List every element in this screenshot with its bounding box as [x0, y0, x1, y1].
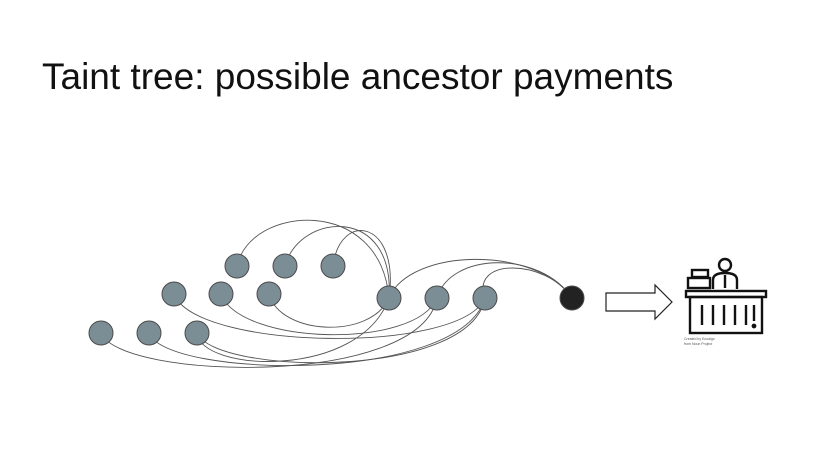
- edge: [436, 262, 573, 299]
- graph-node: [272, 253, 298, 279]
- edges: [100, 219, 573, 368]
- shop-counter-icon: [684, 257, 768, 335]
- icon-credit: Created by Ecualgo from Noun Project: [684, 337, 715, 346]
- edge: [196, 297, 486, 364]
- graph-node: [472, 285, 498, 311]
- graph-node: [320, 253, 346, 279]
- icon-credit-line: Created by Ecualgo: [684, 337, 715, 341]
- graph-node: [184, 320, 210, 346]
- nodes: [88, 253, 585, 346]
- edge: [268, 293, 390, 328]
- graph-node: [256, 281, 282, 307]
- graph-node: [224, 253, 250, 279]
- graph-node: [376, 285, 402, 311]
- edge: [100, 297, 438, 368]
- edge: [148, 297, 486, 366]
- edge: [284, 226, 390, 299]
- graph-node: [208, 281, 234, 307]
- graph-node: [424, 285, 450, 311]
- target-node: [559, 285, 585, 311]
- edge: [388, 258, 573, 299]
- slide-title: Taint tree: possible ancestor payments: [42, 56, 674, 97]
- graph-node: [88, 320, 114, 346]
- edge: [173, 293, 486, 339]
- edge: [236, 219, 390, 299]
- edge: [196, 297, 390, 362]
- edge: [332, 230, 391, 299]
- edge: [220, 293, 438, 336]
- graph-node: [161, 281, 187, 307]
- icon-credit-line: from Noun Project: [684, 341, 713, 346]
- right-arrow-icon: [605, 283, 673, 321]
- graph-node: [136, 320, 162, 346]
